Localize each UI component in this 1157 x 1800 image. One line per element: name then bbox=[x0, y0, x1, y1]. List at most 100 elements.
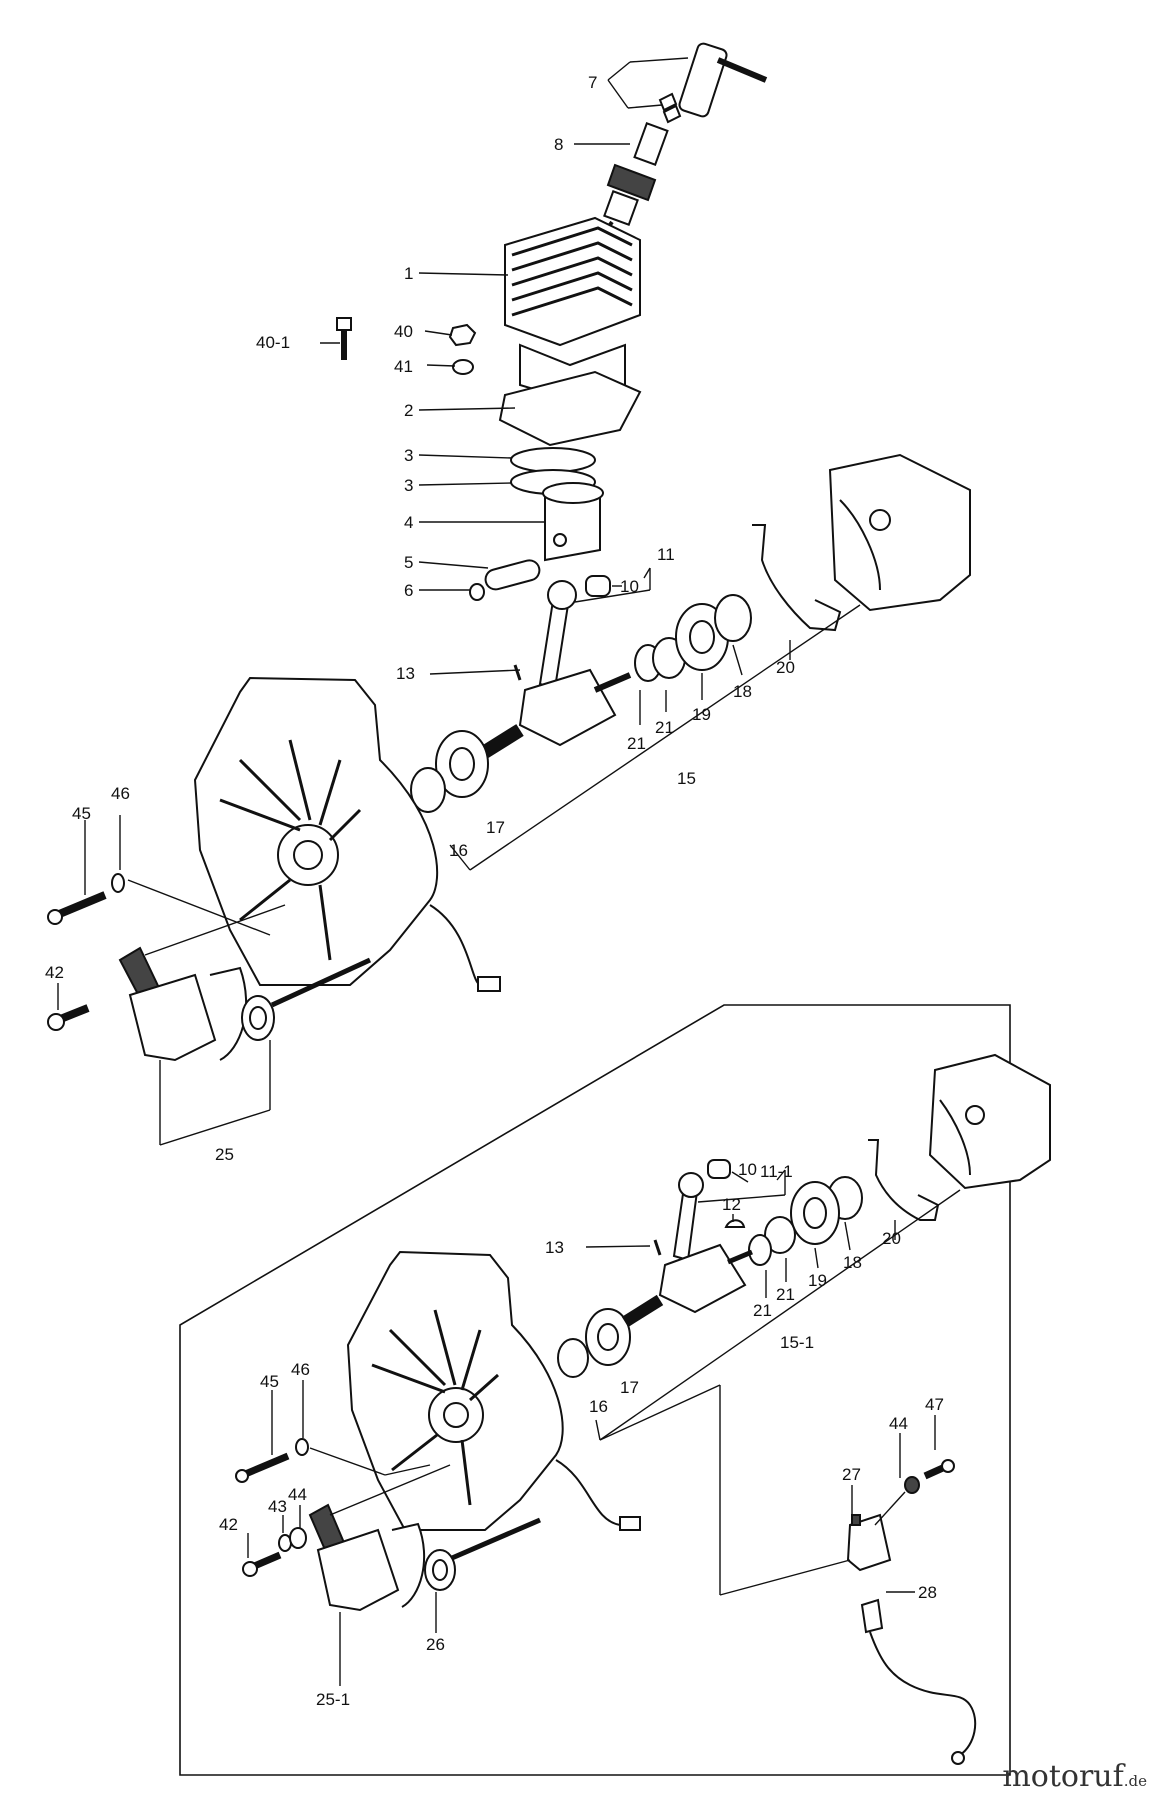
part-label-11-1: 11-1 bbox=[760, 1162, 793, 1181]
woodruff-key-part bbox=[724, 1219, 746, 1228]
part-label-19: 19 bbox=[692, 705, 711, 724]
part-labels-lower: 11-1 10 12 13 21 21 19 18 20 15-1 16 17 … bbox=[219, 1160, 944, 1709]
part-label-21a: 21 bbox=[753, 1301, 772, 1320]
part-label-12: 12 bbox=[722, 1195, 741, 1214]
piston-part bbox=[542, 482, 604, 562]
seal-part bbox=[764, 1216, 796, 1254]
part-label-41: 41 bbox=[394, 357, 413, 376]
part-label-6: 6 bbox=[404, 581, 413, 600]
cylinder-bolt-part bbox=[336, 317, 352, 360]
part-label-27: 27 bbox=[842, 1465, 861, 1484]
module-bolt-part bbox=[923, 1459, 955, 1480]
ball-bearing-inner-part bbox=[689, 620, 715, 654]
part-label-20: 20 bbox=[776, 658, 795, 677]
watermark-name: motoruf bbox=[1002, 1759, 1124, 1794]
variant-frame bbox=[179, 1004, 1011, 1776]
ignition-coil-bolt-part bbox=[242, 1551, 282, 1577]
crankcase-gasket-part bbox=[752, 524, 842, 632]
ignition-coil-part bbox=[308, 1503, 541, 1612]
ignition-coil-bolt-part bbox=[47, 1004, 90, 1031]
nut-part bbox=[448, 323, 477, 347]
circlip-part bbox=[469, 583, 485, 601]
part-label-15: 15 bbox=[677, 769, 696, 788]
part-label-10: 10 bbox=[620, 577, 639, 596]
part-label-17: 17 bbox=[620, 1378, 639, 1397]
crankshaft-part bbox=[476, 580, 632, 761]
ignition-module-part bbox=[846, 1513, 892, 1572]
part-label-44a: 44 bbox=[889, 1414, 908, 1433]
washer-part bbox=[289, 1527, 307, 1549]
part-label-45: 45 bbox=[260, 1372, 279, 1391]
part-label-16: 16 bbox=[449, 841, 468, 860]
washer-part bbox=[904, 1476, 920, 1494]
part-label-8: 8 bbox=[554, 135, 563, 154]
part-label-21b: 21 bbox=[655, 718, 674, 737]
part-label-11: 11 bbox=[657, 545, 675, 564]
part-label-18: 18 bbox=[843, 1253, 862, 1272]
ball-bearing-inner-part bbox=[449, 747, 475, 781]
flywheel-housing-part bbox=[193, 676, 501, 992]
part-label-28: 28 bbox=[918, 1583, 937, 1602]
spring-washer-part bbox=[295, 1438, 309, 1456]
part-label-3a: 3 bbox=[404, 446, 413, 465]
piston-pin-part bbox=[484, 559, 541, 591]
part-label-16: 16 bbox=[589, 1397, 608, 1416]
piston-ring-part bbox=[510, 447, 596, 473]
washer-part bbox=[452, 359, 474, 375]
part-label-40-1: 40-1 bbox=[256, 333, 290, 352]
part-label-46: 46 bbox=[111, 784, 130, 803]
part-label-19: 19 bbox=[808, 1271, 827, 1290]
ignition-coil-part bbox=[118, 946, 372, 1062]
part-label-44b: 44 bbox=[288, 1485, 307, 1504]
part-label-46: 46 bbox=[291, 1360, 310, 1379]
watermark-ext: .de bbox=[1123, 1772, 1147, 1790]
ignition-wire-part bbox=[860, 1598, 977, 1765]
part-label-3b: 3 bbox=[404, 476, 413, 495]
crankshaft-part bbox=[621, 1172, 753, 1328]
oil-seal-part bbox=[714, 594, 752, 642]
part-label-18: 18 bbox=[733, 682, 752, 701]
oil-seal-part bbox=[410, 767, 446, 813]
part-label-21b: 21 bbox=[776, 1285, 795, 1304]
crankcase-half-part bbox=[928, 1053, 1051, 1190]
part-label-25: 25 bbox=[215, 1145, 234, 1164]
part-label-43: 43 bbox=[268, 1497, 287, 1516]
lower-assembly: 11-1 10 12 13 21 21 19 18 20 15-1 16 17 … bbox=[179, 1004, 1051, 1776]
housing-bolt-part bbox=[235, 1452, 290, 1483]
part-label-5: 5 bbox=[404, 553, 413, 572]
needle-bearing-part bbox=[585, 575, 611, 597]
part-label-40: 40 bbox=[394, 322, 413, 341]
part-label-13: 13 bbox=[396, 664, 415, 683]
part-label-26: 26 bbox=[426, 1635, 445, 1654]
part-label-47: 47 bbox=[925, 1395, 944, 1414]
part-label-7: 7 bbox=[588, 73, 597, 92]
ball-bearing-inner-part bbox=[803, 1197, 827, 1229]
part-label-15-1: 15-1 bbox=[780, 1333, 814, 1352]
oil-seal-part bbox=[557, 1338, 589, 1378]
part-label-10: 10 bbox=[738, 1160, 757, 1179]
part-label-2: 2 bbox=[404, 401, 413, 420]
spring-washer-part bbox=[111, 873, 125, 893]
part-label-42: 42 bbox=[45, 963, 64, 982]
site-watermark-logo: motoruf.de bbox=[1002, 1759, 1147, 1794]
crankcase-half-part bbox=[828, 453, 971, 612]
cylinder-part bbox=[504, 216, 641, 402]
part-label-25-1: 25-1 bbox=[316, 1690, 350, 1709]
needle-bearing-part bbox=[707, 1159, 731, 1179]
seal-part bbox=[748, 1234, 772, 1266]
housing-bolt-part bbox=[47, 891, 107, 925]
part-label-45: 45 bbox=[72, 804, 91, 823]
part-label-13: 13 bbox=[545, 1238, 564, 1257]
cylinder-gasket-part bbox=[498, 370, 642, 447]
part-label-21a: 21 bbox=[627, 734, 646, 753]
part-labels-upper: 7 8 1 40-1 40 41 2 3 3 4 5 6 10 11 13 21… bbox=[45, 73, 795, 1164]
ball-bearing-inner-part bbox=[597, 1323, 619, 1351]
spark-plug-cap-part bbox=[658, 42, 768, 124]
leader-lines-upper bbox=[57, 57, 861, 1146]
upper-assembly: 7 8 1 40-1 40 41 2 3 3 4 5 6 10 11 13 21… bbox=[45, 42, 971, 1164]
flywheel-housing-part bbox=[346, 1250, 641, 1531]
leader-lines-lower bbox=[247, 1169, 961, 1686]
part-label-42: 42 bbox=[219, 1515, 238, 1534]
crankcase-gasket-part bbox=[868, 1139, 940, 1221]
